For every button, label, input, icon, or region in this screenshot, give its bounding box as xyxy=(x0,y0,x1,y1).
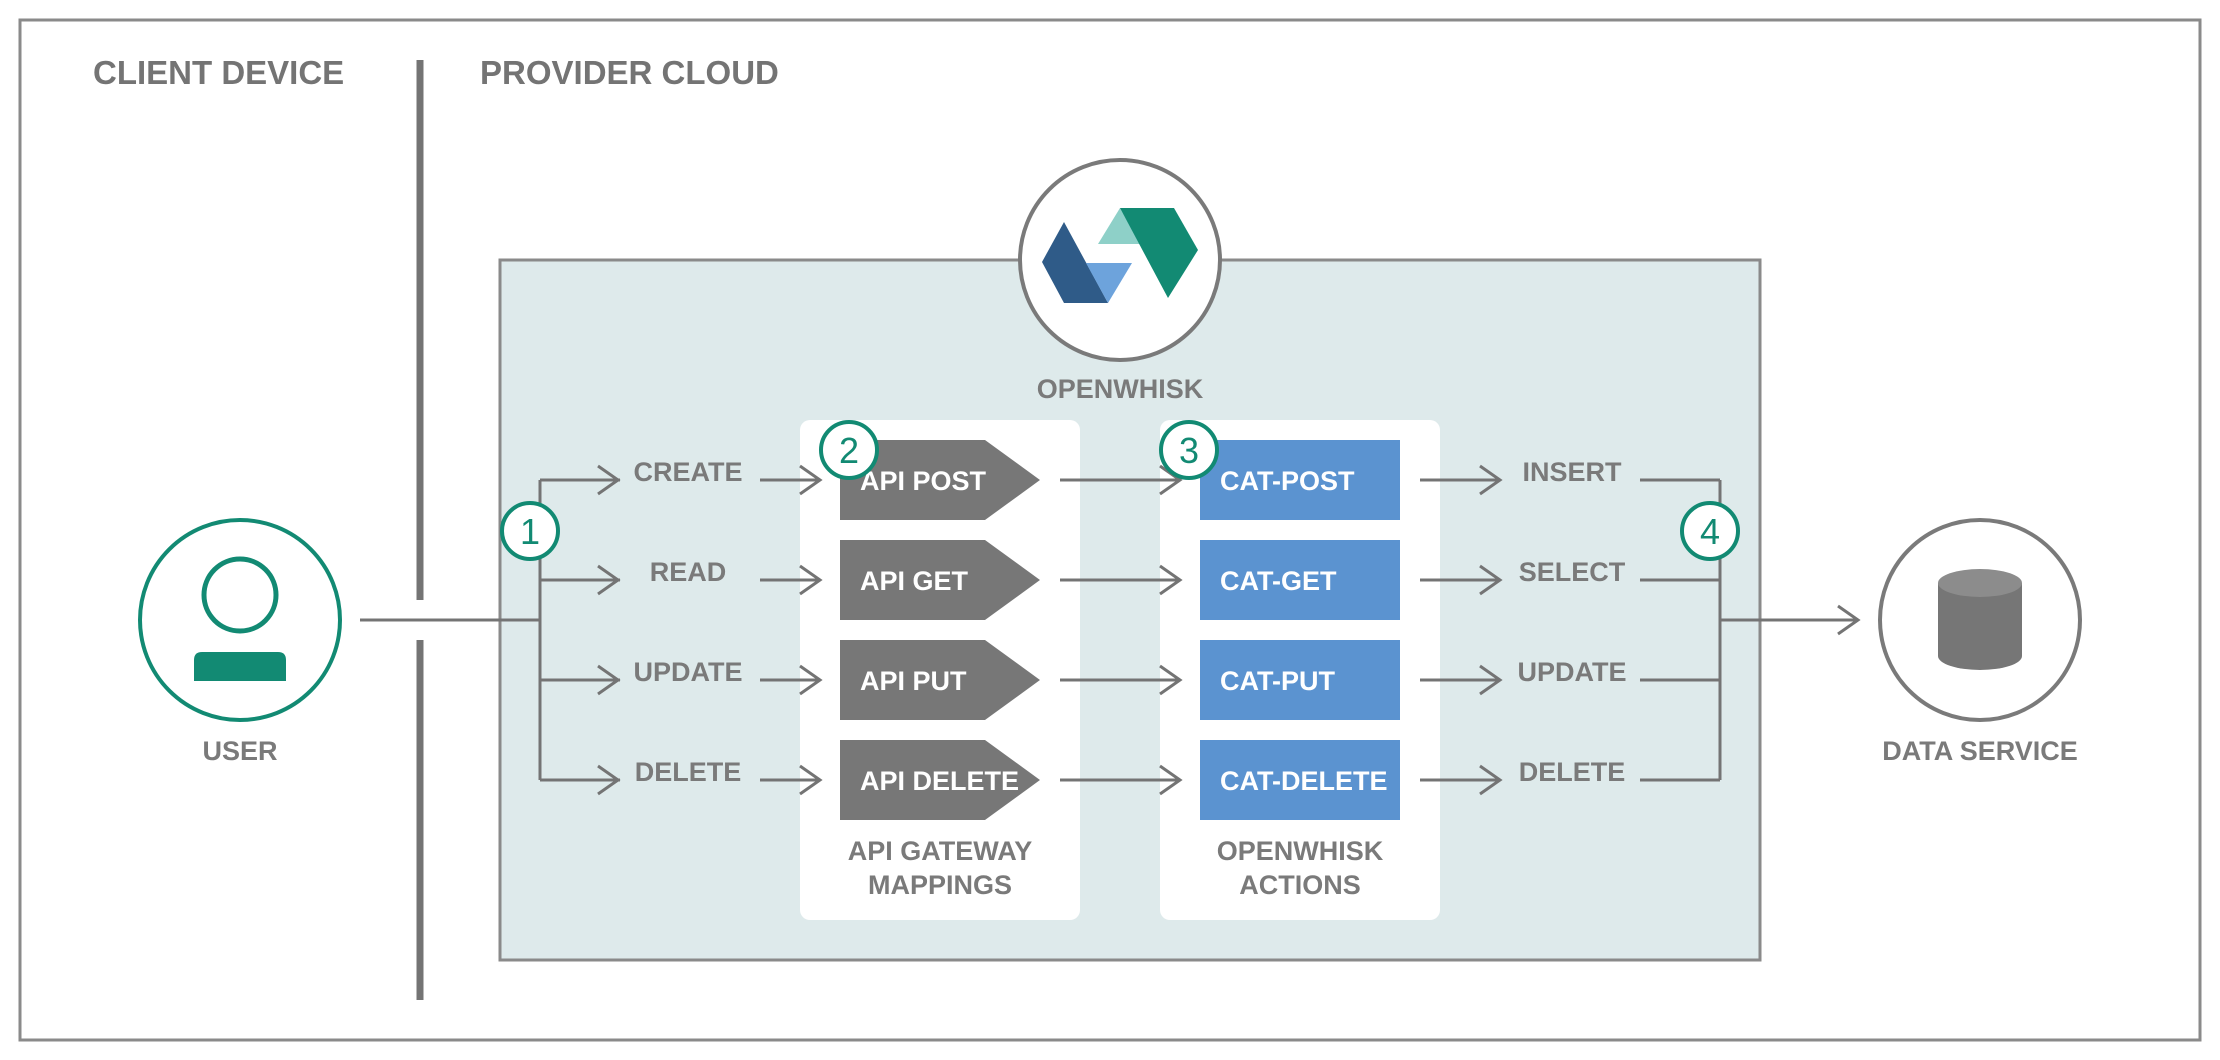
cat-get-label: CAT-GET xyxy=(1220,566,1337,596)
actions-caption-2: ACTIONS xyxy=(1239,870,1361,900)
cat-post-box: CAT-POST xyxy=(1200,440,1400,520)
step-3-number: 3 xyxy=(1179,430,1199,471)
openwhisk-panel xyxy=(498,258,1762,962)
data-service-node xyxy=(1878,518,2082,722)
step-3-badge: 3 xyxy=(1159,420,1219,480)
provider-cloud-header: PROVIDER CLOUD xyxy=(480,54,779,91)
step-4-badge: 4 xyxy=(1680,501,1740,561)
operation-delete: DELETE xyxy=(635,757,742,787)
cat-post-label: CAT-POST xyxy=(1220,466,1355,496)
cat-get-box: CAT-GET xyxy=(1200,540,1400,620)
action-arrows xyxy=(1060,464,1183,796)
step-2-number: 2 xyxy=(839,430,859,471)
database-icon xyxy=(1938,569,2022,670)
operation-update: UPDATE xyxy=(633,657,742,687)
operation-read: READ xyxy=(650,557,727,587)
cat-delete-label: CAT-DELETE xyxy=(1220,766,1388,796)
operation-create: CREATE xyxy=(633,457,742,487)
openwhisk-logo-icon xyxy=(1042,208,1198,303)
actions-caption-1: OPENWHISK xyxy=(1217,836,1384,866)
outer-frame xyxy=(18,18,2202,1042)
openwhisk-logo xyxy=(1018,158,1222,362)
gateway-arrows xyxy=(760,464,823,796)
api-post-box: API POST xyxy=(840,440,1040,520)
cat-put-box: CAT-PUT xyxy=(1200,640,1400,720)
api-put-label: API PUT xyxy=(860,666,967,696)
step-4-number: 4 xyxy=(1700,511,1720,552)
api-post-label: API POST xyxy=(860,466,987,496)
db-arrows xyxy=(1420,464,1503,796)
step-1-badge: 1 xyxy=(500,501,560,561)
api-put-box: API PUT xyxy=(840,640,1040,720)
openwhisk-label: OPENWHISK xyxy=(1037,374,1204,404)
db-op-delete: DELETE xyxy=(1519,757,1626,787)
data-service-label: DATA SERVICE xyxy=(1882,736,2078,766)
user-label: USER xyxy=(202,736,277,766)
api-delete-box: API DELETE xyxy=(840,740,1040,820)
api-gateway-caption-2: MAPPINGS xyxy=(868,870,1012,900)
user-icon xyxy=(194,556,286,681)
cat-put-label: CAT-PUT xyxy=(1220,666,1335,696)
db-op-insert: INSERT xyxy=(1522,457,1622,487)
api-delete-label: API DELETE xyxy=(860,766,1019,796)
step-2-badge: 2 xyxy=(819,420,879,480)
client-device-header: CLIENT DEVICE xyxy=(93,54,344,91)
db-op-select: SELECT xyxy=(1519,557,1626,587)
step-1-number: 1 xyxy=(520,511,540,552)
cat-delete-box: CAT-DELETE xyxy=(1200,740,1400,820)
user-node xyxy=(138,518,342,722)
api-get-label: API GET xyxy=(860,566,969,596)
api-get-box: API GET xyxy=(840,540,1040,620)
db-op-update: UPDATE xyxy=(1517,657,1626,687)
api-gateway-caption-1: API GATEWAY xyxy=(848,836,1033,866)
